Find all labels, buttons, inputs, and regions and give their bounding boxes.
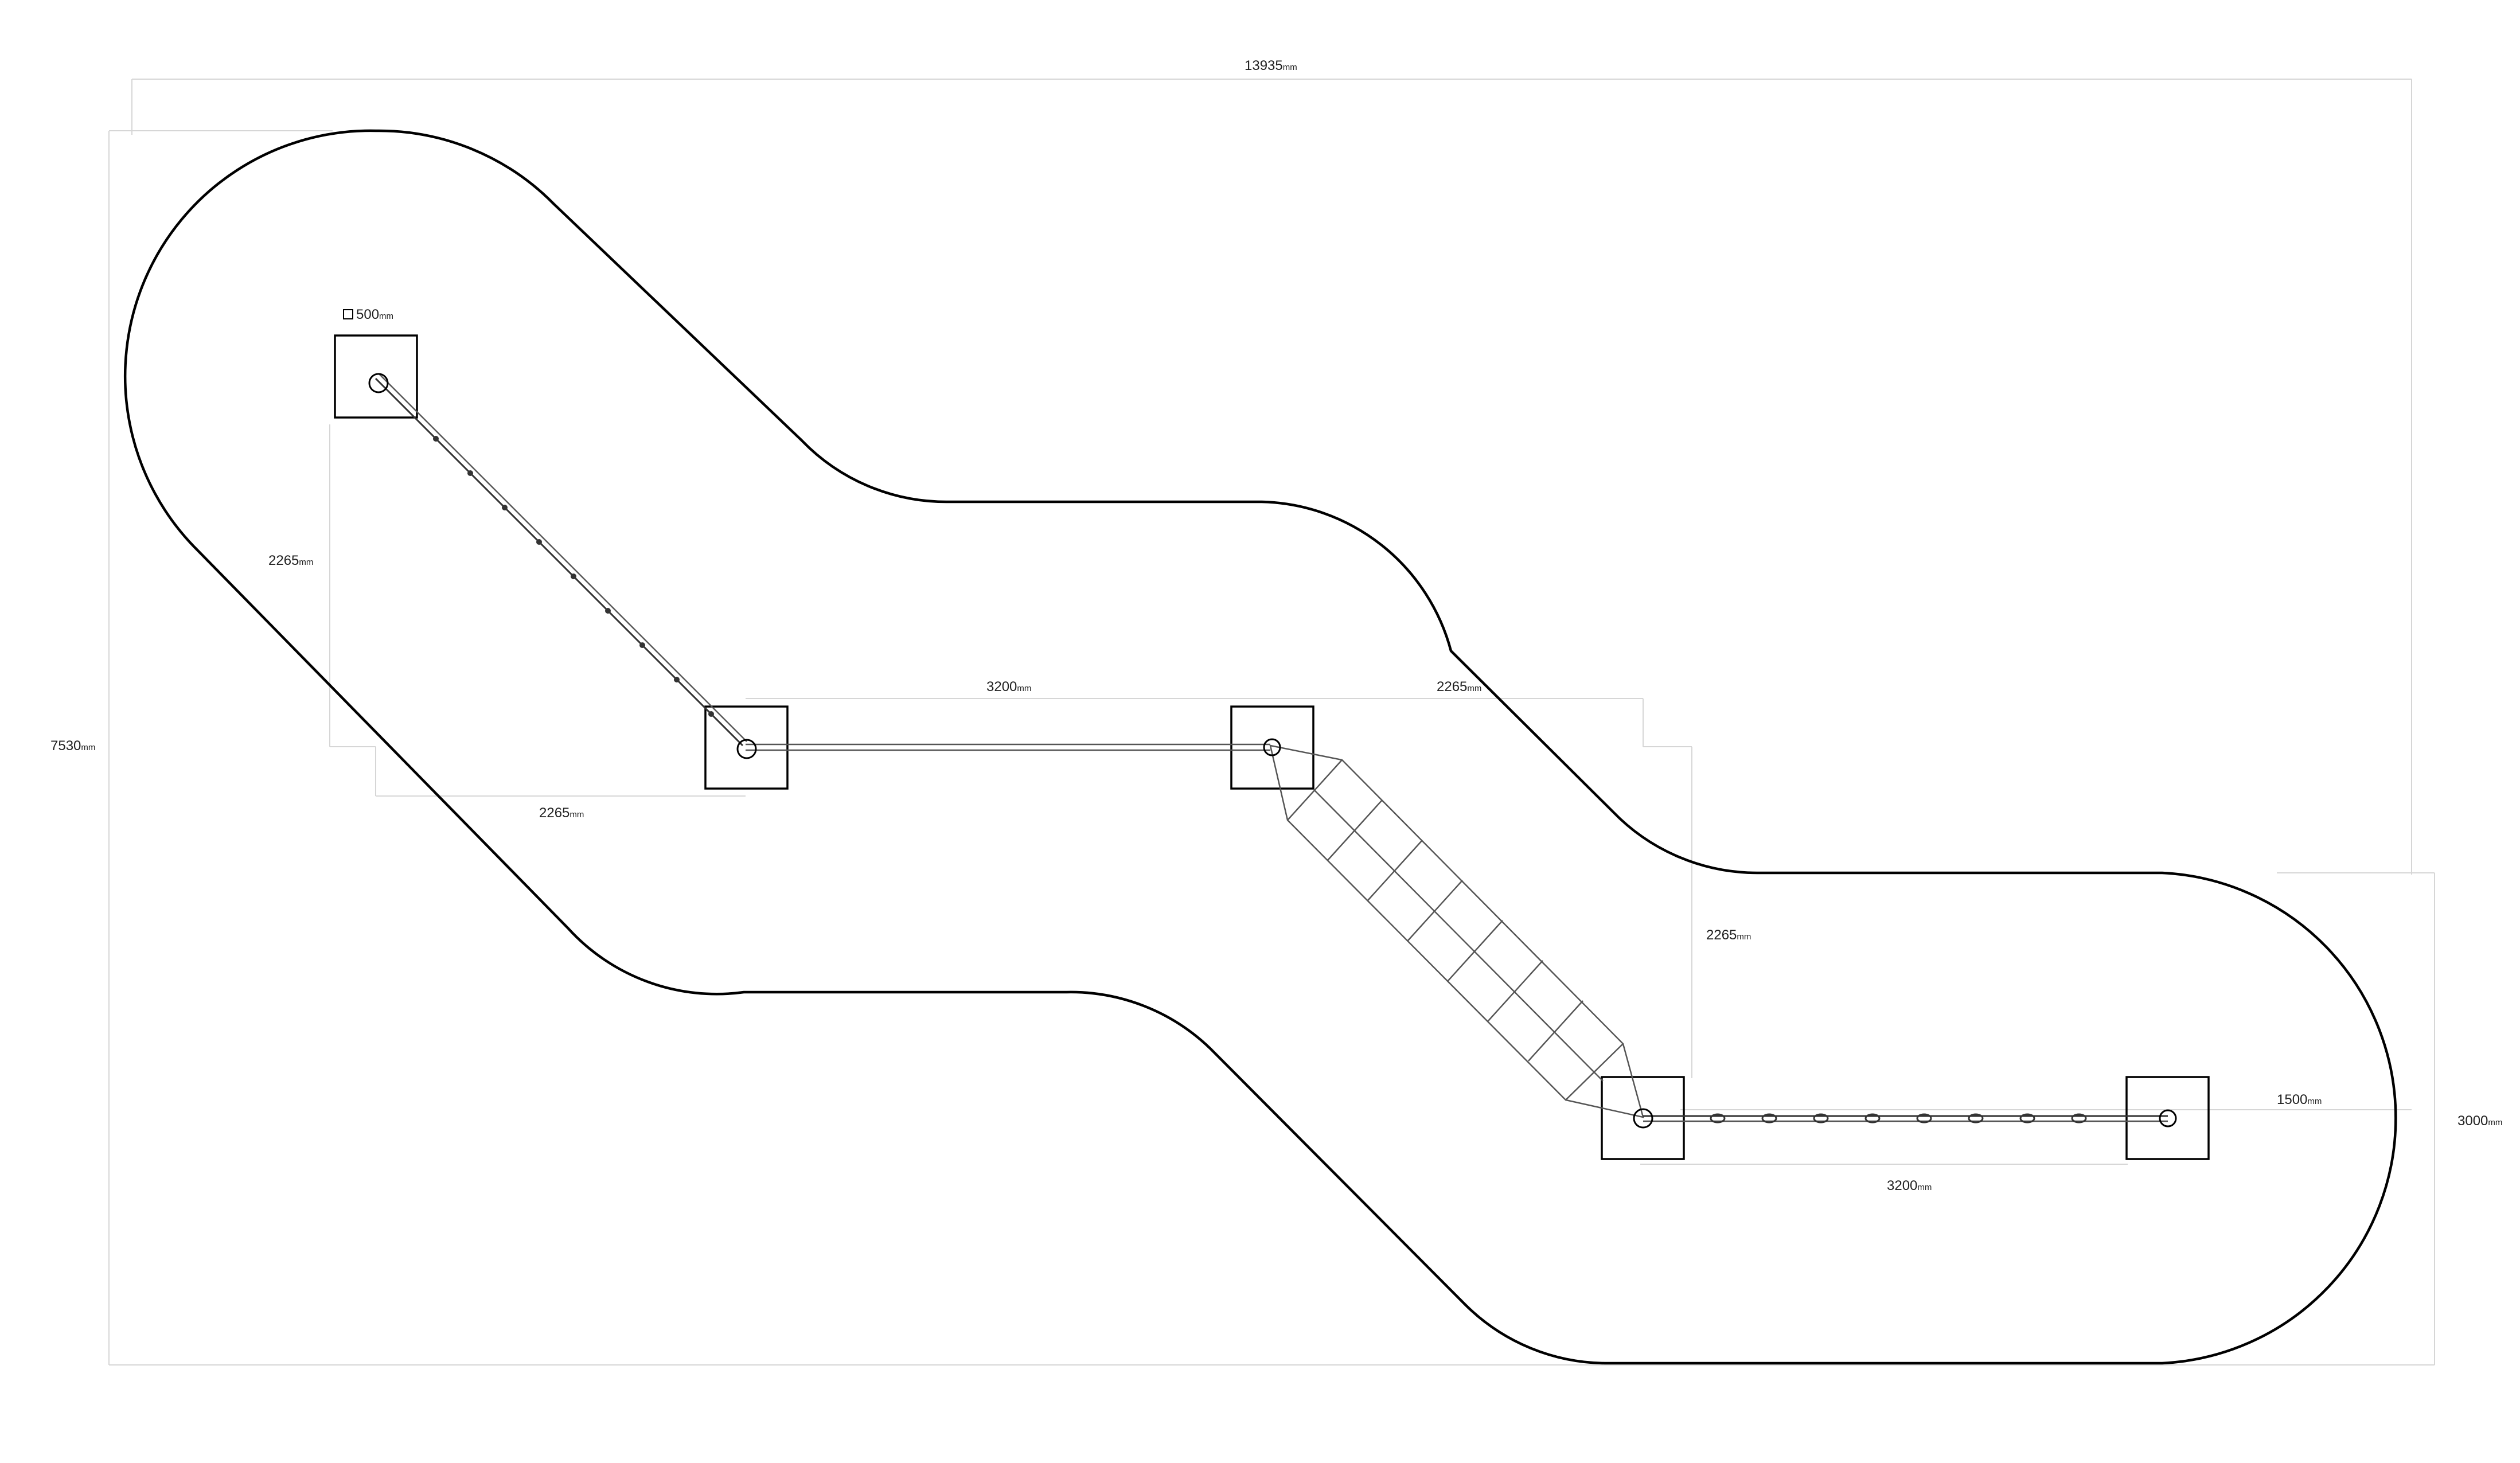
label-safety-end: 1500mm — [2277, 1092, 2322, 1107]
post-5 — [2125, 1076, 2210, 1160]
label-seg1-diag-bottom: 2265mm — [539, 805, 584, 821]
dimension-labels: 13935mm 7530mm 500mm 2265mm 2265mm 3200m… — [50, 58, 2502, 1193]
beam-segment-straight-2 — [746, 743, 1270, 751]
post-size-symbol — [343, 309, 353, 319]
post-2 — [704, 705, 789, 790]
label-seg1-diag-left: 2265mm — [268, 553, 313, 568]
post-3 — [1230, 705, 1314, 790]
post-4 — [1601, 1076, 1685, 1160]
label-seg3-diag-top: 2265mm — [1437, 679, 1481, 695]
post-1 — [334, 334, 418, 419]
net-ladder-segment-3 — [1269, 744, 1644, 1118]
label-overall-height: 7530mm — [50, 738, 95, 754]
dimension-lines — [108, 79, 2435, 1366]
label-seg4-straight: 3200mm — [1887, 1178, 1932, 1193]
label-seg3-diag-right: 2265mm — [1706, 927, 1751, 943]
label-seg2-straight: 3200mm — [986, 679, 1031, 695]
rope-segment-diagonal-1 — [375, 374, 747, 747]
label-post-size: 500mm — [356, 307, 393, 322]
post-connectors — [368, 373, 2177, 1129]
label-safety-depth: 3000mm — [2457, 1113, 2502, 1129]
label-overall-width: 13935mm — [1245, 58, 1297, 73]
rope-segment-straight-4 — [1643, 1113, 2168, 1123]
posts — [334, 334, 2210, 1160]
safety-zone-outline — [123, 129, 2397, 1365]
